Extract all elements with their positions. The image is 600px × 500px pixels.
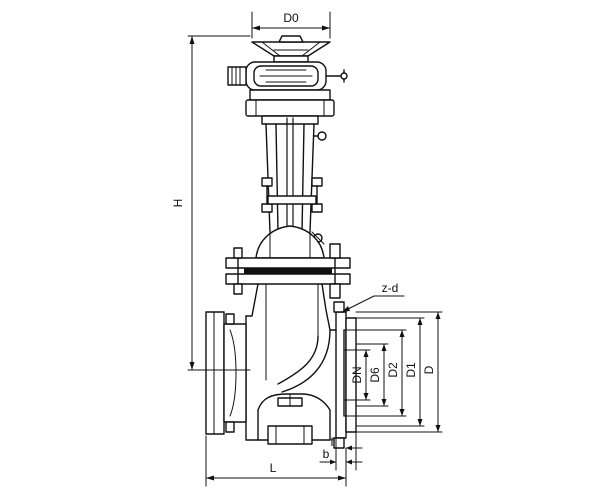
handwheel xyxy=(251,35,331,63)
outlet-flange xyxy=(333,301,357,449)
label-d0: D0 xyxy=(283,11,299,25)
valve-body xyxy=(245,283,345,445)
dimension-l: L xyxy=(205,435,347,487)
label-f: f xyxy=(330,435,334,449)
dimension-h: H xyxy=(171,35,251,371)
gland-bolts xyxy=(261,177,325,245)
label-d6: D6 xyxy=(368,367,382,383)
leader-zd: z-d xyxy=(341,281,405,313)
label-l: L xyxy=(270,461,277,475)
inlet-flange xyxy=(205,311,247,435)
yoke-top xyxy=(245,89,335,125)
dimension-f-b: f b xyxy=(319,431,363,471)
label-zd: z-d xyxy=(382,281,399,295)
dimension-d0: D0 xyxy=(251,11,331,39)
label-b: b xyxy=(323,447,330,461)
dimension-diameters: DN D6 D2 D1 D xyxy=(343,311,443,433)
label-d1: D1 xyxy=(404,362,418,378)
body-flange xyxy=(225,243,351,299)
bonnet xyxy=(255,225,325,259)
label-dn: DN xyxy=(350,366,364,383)
label-d: D xyxy=(422,365,436,374)
label-h: H xyxy=(171,199,185,208)
gear-actuator xyxy=(227,61,348,91)
label-d2: D2 xyxy=(386,362,400,378)
